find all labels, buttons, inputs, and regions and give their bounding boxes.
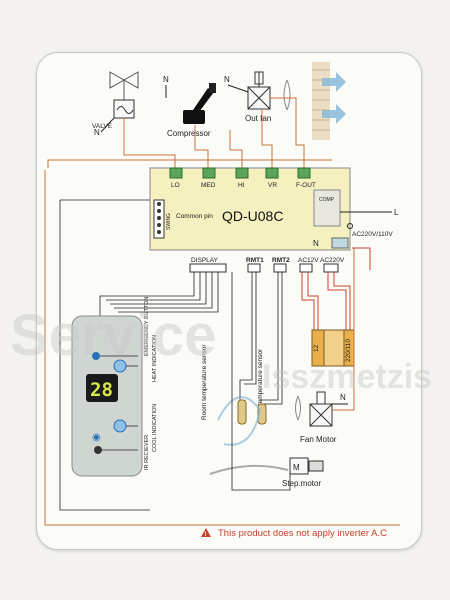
- line-l-label: L: [394, 208, 399, 217]
- room-sensor-label: Room temperature sensor: [201, 344, 208, 420]
- transformer-primary-label: 12: [313, 344, 320, 352]
- top-wires: [47, 97, 332, 168]
- watermark-line1: Service: [10, 303, 216, 368]
- swing-label: SWING: [166, 213, 172, 230]
- fanmotor-label: Fan Motor: [300, 435, 337, 444]
- ac-wires: [301, 247, 371, 330]
- ir-receiver: [94, 446, 102, 454]
- svg-text:!: !: [205, 532, 207, 538]
- compressor-n-label: N: [163, 75, 169, 84]
- ac12v-label: AC12V: [298, 257, 319, 264]
- valve-label: VALVE: [92, 123, 113, 130]
- outfan-symbol: [247, 71, 291, 111]
- bottom-connectors: [189, 263, 339, 273]
- outer-wire-loop: [44, 170, 400, 526]
- top-terminals: [169, 167, 311, 179]
- emergency-button-label: EMERGENCY BUTTON: [144, 297, 150, 356]
- compressor-label: Compressor: [167, 129, 211, 138]
- cool-indication-icon: [113, 419, 127, 433]
- digit-value: 28: [90, 379, 113, 401]
- digit-display: [86, 374, 118, 402]
- rmt2-label: RMT2: [272, 257, 290, 264]
- rmt1-label: RMT1: [246, 257, 264, 264]
- pipe-sensor-label: Pipe temperature sensor: [257, 348, 264, 420]
- emergency-button[interactable]: [92, 352, 100, 360]
- airflow-arrow-icon: [322, 72, 346, 92]
- valve-n-label: N: [94, 128, 100, 137]
- valve-symbol: [109, 71, 139, 119]
- room-sensor-icon: [237, 399, 247, 425]
- board-model: QD-U08C: [222, 208, 283, 224]
- common-pin-label: Common pin: [176, 213, 213, 220]
- comp-relay-label: COMP: [319, 197, 335, 203]
- cool-indication-label: COOL INDICATION: [152, 404, 158, 452]
- fan-motor-symbol: [295, 391, 333, 427]
- terminal-hi: HI: [238, 182, 245, 189]
- airflow-arrow-icon: [322, 104, 346, 124]
- board-n-label: N: [313, 239, 319, 248]
- panel-label-leaders: [100, 355, 138, 451]
- transformer-secondary-label: 220/110: [345, 339, 352, 362]
- ac220v-label: AC220V: [320, 257, 345, 264]
- terminal-fout: F-OUT: [296, 182, 316, 189]
- heat-indication-label: HEAT INDICATION: [152, 335, 158, 382]
- ir-receiver-icon: ◉: [92, 432, 101, 443]
- fanmotor-n-label: N: [340, 393, 346, 402]
- condenser-fins: [312, 62, 346, 140]
- outfan-n-label: N: [224, 75, 230, 84]
- terminal-vr: VR: [268, 182, 277, 189]
- compressor-symbol: [183, 83, 216, 124]
- power-label: AC220V/110V: [352, 231, 393, 238]
- ir-receiver-label: IR RECIEVER: [144, 435, 150, 470]
- warning-triangle-icon: [201, 528, 211, 537]
- comp-relay: [313, 189, 341, 227]
- terminal-lo: LO: [171, 182, 180, 189]
- swing-connector: [153, 199, 165, 239]
- step-motor-symbol: [209, 457, 324, 475]
- display-wires: [99, 272, 219, 320]
- power-terminal-icon: [347, 223, 353, 229]
- display-label: DISPLAY: [191, 257, 219, 264]
- outfan-label: Out fan: [245, 114, 271, 123]
- airflow-swirl-icon: [217, 396, 262, 446]
- watermark-line2: Isszmetzis: [262, 358, 432, 396]
- step-motor-m: M: [293, 463, 300, 472]
- left-wire: [59, 200, 150, 511]
- sensor-wires: [239, 272, 283, 405]
- terminal-med: MED: [201, 182, 216, 189]
- step-motor-label: Step.motor: [282, 479, 321, 488]
- n-terminal: [331, 237, 349, 249]
- footer-warning: This product does not apply inverter A.C: [218, 528, 387, 539]
